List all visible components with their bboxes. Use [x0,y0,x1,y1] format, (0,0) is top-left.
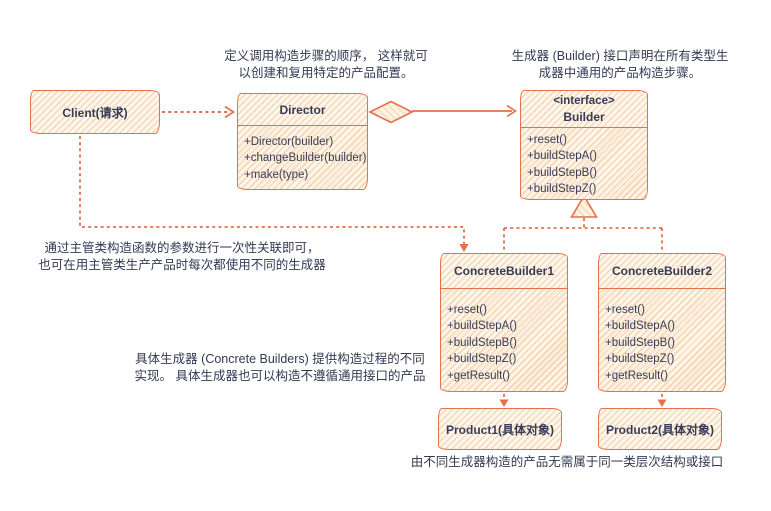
class-concrete-builder-1-name: ConcreteBuilder1 [441,254,567,289]
note-products-line1: 由不同生成器构造的产品无需属于同一类层次结构或接口 [410,455,724,469]
method: +buildStepB() [605,336,675,349]
note-builder-line1: 生成器 (Builder) 接口声明在所有类型生 [511,49,729,63]
method: +reset() [605,304,645,316]
class-concrete-builder-1: ConcreteBuilder1 +reset() +buildStepA() … [440,253,568,392]
interface-builder-name: Builder [563,109,605,124]
director-builder-aggregation-arrow [368,100,517,124]
builder-realization-triangle [503,194,663,251]
method: +getResult() [605,369,668,382]
note-builder: 生成器 (Builder) 接口声明在所有类型生 成器中通用的产品构造步骤。 [512,48,729,82]
note-director: 定义调用构造步骤的顺序， 这样就可 以创建和复用特定的产品配置。 [224,48,427,82]
class-client: Client(请求) [30,90,160,134]
method: +reset() [527,134,567,146]
method: +buildStepB() [527,166,597,179]
note-association-line1: 通过主管类构造函数的参数进行一次性关联即可， [44,241,320,255]
note-products: 由不同生成器构造的产品无需属于同一类层次结构或接口 [411,454,724,471]
method: +Director(builder) [244,136,334,148]
client-director-dependency-arrow [162,105,236,119]
note-concrete-builders-line1: 具体生成器 (Concrete Builders) 提供构造过程的不同 [135,352,425,366]
method: +buildStepZ() [527,183,597,196]
method: +getResult() [447,369,510,382]
class-concrete-builder-2: ConcreteBuilder2 +reset() +buildStepA() … [598,253,726,392]
interface-builder: <interface> Builder +reset() +buildStepA… [520,90,648,200]
class-director-methods: +Director(builder) +changeBuilder(builde… [238,126,367,188]
note-builder-line2: 成器中通用的产品构造步骤。 [538,66,702,80]
method: +reset() [447,304,487,316]
method: +make(type) [244,168,309,181]
class-product-1: Product1(具体对象) [438,408,562,450]
method: +buildStepZ() [447,353,517,366]
note-director-line1: 定义调用构造步骤的顺序， 这样就可 [224,49,428,63]
interface-builder-header: <interface> Builder [521,91,647,128]
note-association: 通过主管类构造函数的参数进行一次性关联即可， 也可在用主管类生产产品时每次都使用… [38,240,326,274]
interface-builder-stereotype: <interface> [553,94,615,107]
class-product-2: Product2(具体对象) [598,408,722,450]
interface-builder-methods: +reset() +buildStepA() +buildStepB() +bu… [521,128,647,198]
class-concrete-builder-2-methods: +reset() +buildStepA() +buildStepB() +bu… [599,289,725,390]
note-director-line2: 以创建和复用特定的产品配置。 [238,66,414,80]
concretebuilder1-product1-dependency-arrow [499,394,509,407]
class-director: Director +Director(builder) +changeBuild… [237,93,368,190]
note-concrete-builders-line2: 实现。 具体生成器也可以构造不遵循通用接口的产品 [134,369,426,383]
class-client-name: Client(请求) [62,105,128,120]
class-product-2-name: Product2(具体对象) [605,422,714,437]
client-concretebuilder1-dependency-arrow [79,136,469,252]
class-product-1-name: Product1(具体对象) [445,422,554,437]
class-concrete-builder-1-methods: +reset() +buildStepA() +buildStepB() +bu… [441,289,567,390]
method: +changeBuilder(builder) [244,152,367,165]
concretebuilder2-product2-dependency-arrow [657,394,667,407]
class-director-name: Director [238,94,367,126]
class-concrete-builder-2-name: ConcreteBuilder2 [599,254,725,289]
method: +buildStepZ() [605,353,675,366]
note-association-line2: 也可在用主管类生产产品时每次都使用不同的生成器 [38,258,326,272]
note-concrete-builders: 具体生成器 (Concrete Builders) 提供构造过程的不同 实现。 … [135,351,426,385]
method: +buildStepB() [447,336,517,349]
method: +buildStepA() [605,320,675,333]
method: +buildStepA() [447,320,517,333]
method: +buildStepA() [527,150,597,163]
